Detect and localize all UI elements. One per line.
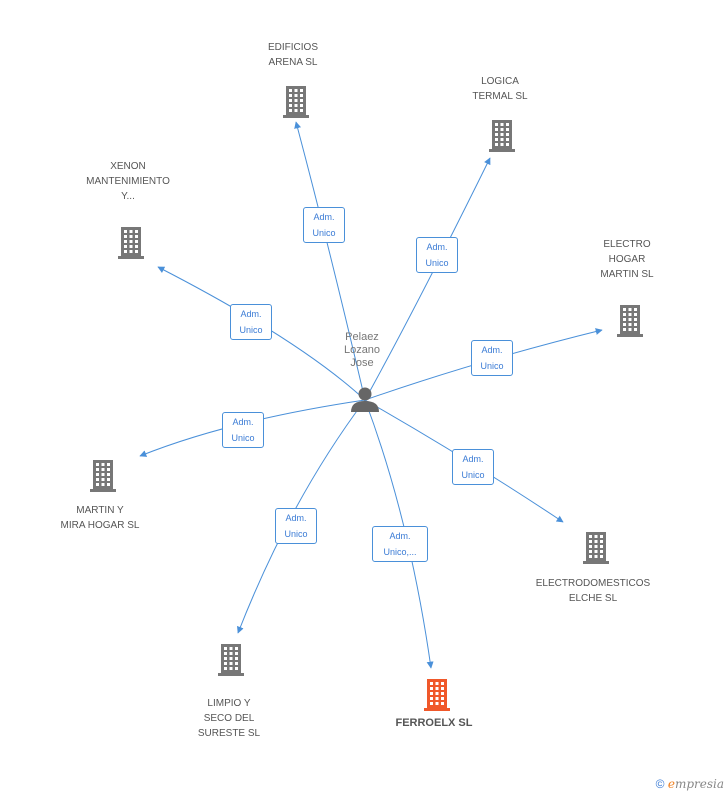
company-label-martin-mira[interactable]: MARTIN Y MIRA HOGAR SL: [60, 505, 140, 531]
building-icon-edificios: [283, 86, 309, 118]
building-icon-ferroelx: [424, 679, 450, 711]
edge-label-electro-hogar[interactable]: Adm. Unico: [471, 340, 513, 376]
edge-label-logica[interactable]: Adm. Unico: [416, 237, 458, 273]
edge-label-electrodomesticos[interactable]: Adm. Unico: [452, 449, 494, 485]
edge-label-limpio[interactable]: Adm. Unico: [275, 508, 317, 544]
building-icon-xenon: [118, 227, 144, 259]
company-label-electro-hogar[interactable]: ELECTRO HOGAR MARTIN SL: [600, 239, 654, 280]
person-name-label[interactable]: Pelaez Lozano Jose: [343, 331, 381, 369]
company-label-ferroelx[interactable]: FERROELX SL: [395, 717, 473, 729]
brand-logo: empresia: [667, 777, 724, 791]
building-icon-electro-hogar: [617, 305, 643, 337]
company-label-edificios[interactable]: EDIFICIOS ARENA SL: [267, 42, 318, 68]
company-label-limpio[interactable]: LIMPIO Y SECO DEL SURESTE SL: [197, 698, 261, 739]
company-label-logica[interactable]: LOGICA TERMAL SL: [472, 76, 528, 102]
copyright-symbol: ©: [655, 777, 665, 791]
edge-label-martin-mira[interactable]: Adm. Unico: [222, 412, 264, 448]
edge-label-edificios[interactable]: Adm. Unico: [303, 207, 345, 243]
building-icon-martin-mira: [90, 460, 116, 492]
building-icon-limpio: [218, 644, 244, 676]
company-label-xenon[interactable]: XENON MANTENIMIENTO Y...: [86, 161, 170, 202]
person-icon: [351, 387, 379, 412]
edge-edificios: [294, 121, 366, 401]
building-icon-electrodomesticos: [583, 532, 609, 564]
edge-label-xenon[interactable]: Adm. Unico: [230, 304, 272, 340]
building-icon-logica: [489, 120, 515, 152]
company-label-electrodomesticos[interactable]: ELECTRODOMESTICOS ELCHE SL: [535, 578, 651, 604]
edge-xenon: [157, 266, 366, 401]
edge-logica: [364, 157, 491, 401]
edge-label-ferroelx[interactable]: Adm. Unico,...: [372, 526, 428, 562]
copyright-notice: © empresia: [656, 777, 724, 791]
